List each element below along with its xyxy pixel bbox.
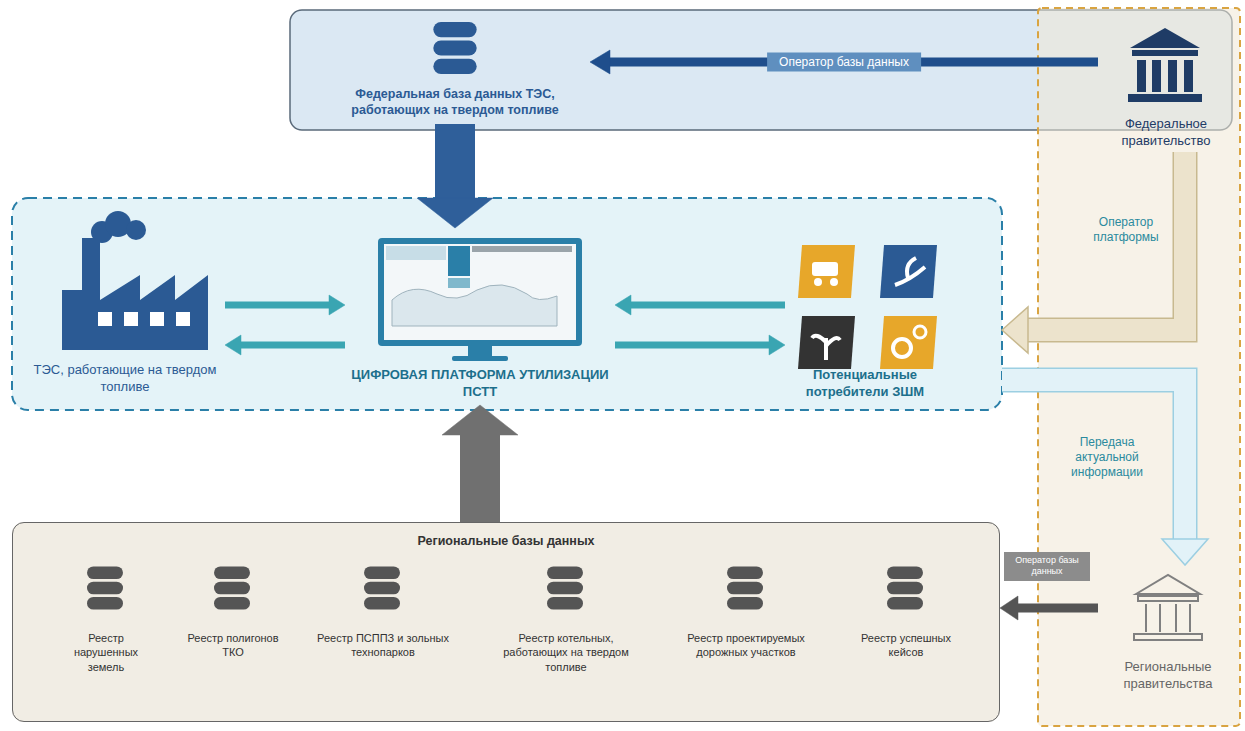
arrow-shaft: [460, 435, 500, 522]
consumer-box: Потенциальные потребители ЗШМ: [785, 235, 945, 405]
arrow-head: [590, 50, 610, 74]
arrow-head: [1000, 596, 1018, 620]
arrow-head: [769, 335, 785, 355]
database-icon: [727, 566, 763, 609]
government-box: Федеральное правительство: [1098, 20, 1234, 152]
database-icon: [547, 566, 583, 609]
database-icon: [887, 566, 923, 609]
arrow-head: [329, 295, 345, 315]
edge-label: Оператор платформы: [1080, 212, 1172, 248]
database-icon: [433, 22, 476, 74]
node-text: Реестр нарушенных земель: [55, 631, 157, 674]
regional-band-ground: [12, 522, 1000, 722]
connector-arrow: [1000, 596, 1098, 620]
node-text: Потенциальные потребители ЗШМ: [789, 367, 941, 401]
government-box: Региональные правительства: [1098, 565, 1238, 695]
arrow-shaft: [631, 302, 785, 309]
node-text: Реестр ПСППЗ и зольных технопарков: [312, 631, 454, 660]
connector-arrow: [442, 405, 518, 522]
registry-box: Реестр котельных, работающих на твердом …: [491, 559, 641, 717]
federal-government-icon: [1128, 28, 1202, 102]
connector-arrow: [615, 295, 785, 315]
connector-arrow: [225, 295, 345, 315]
node-text: Реестр успешных кейсов: [860, 631, 952, 660]
database-icon: [364, 566, 400, 609]
node-text: Региональные правительства: [1102, 659, 1234, 693]
arrow-shaft: [241, 342, 345, 349]
arrow-shaft: [225, 302, 329, 309]
plant-box: ТЭС, работающие на твердом топливе: [25, 210, 225, 400]
arrow-shaft: [435, 124, 475, 198]
platform-box: ЦИФРОВАЯ ПЛАТФОРМА УТИЛИЗАЦИИ ПСТТ: [345, 228, 615, 405]
database-icon: [87, 566, 123, 609]
node-text: Федеральная база данных ТЭС, работающих …: [324, 86, 586, 119]
node-text: Реестр полигонов ТКО: [182, 631, 284, 660]
node-text: Региональные базы данных: [417, 533, 594, 549]
registry-box: Реестр ПСППЗ и зольных технопарков: [308, 559, 458, 717]
connector-arrow: [417, 124, 493, 228]
registry-box: Реестр успешных кейсов: [856, 559, 956, 717]
arrow-shaft: [615, 342, 769, 349]
regional-band: Региональные базы данныхРеестр нарушенны…: [12, 522, 1000, 722]
connector-arrow: [225, 335, 345, 355]
connector-arrow: [1002, 380, 1208, 565]
edge-label: Оператор базы данных: [1004, 552, 1090, 581]
platform-frame: [12, 198, 1002, 410]
node-text: Реестр проектируемых дорожных участков: [685, 631, 807, 660]
node-text: ТЭС, работающие на твердом топливе: [29, 362, 221, 396]
factory-icon: [62, 211, 208, 350]
consumer-tiles: [798, 245, 937, 369]
node-text: Реестр котельных, работающих на твердом …: [495, 631, 637, 674]
connector-arrow: [615, 335, 785, 355]
arrow-head: [417, 198, 493, 228]
arrow-shaft: [1002, 380, 1185, 539]
regional-government-icon: [1134, 575, 1202, 640]
connector-arrow: [590, 50, 1098, 74]
registry-box: Реестр проектируемых дорожных участков: [681, 559, 811, 717]
database-box: Федеральная база данных ТЭС, работающих …: [320, 18, 590, 124]
arrow-shaft: [1028, 152, 1185, 330]
registry-box: Реестр нарушенных земель: [51, 559, 161, 717]
arrow-head: [615, 295, 631, 315]
arrow-head: [442, 405, 518, 435]
edge-label: Оператор базы данных: [767, 53, 921, 72]
arrow-shaft: [1018, 604, 1098, 613]
edge-label: Передача актуальной информации: [1046, 432, 1168, 483]
database-icon: [214, 566, 250, 609]
arrow-head: [1002, 307, 1028, 353]
arrow-head: [1162, 539, 1208, 565]
government-column: [1038, 8, 1240, 726]
node-text: ЦИФРОВАЯ ПЛАТФОРМА УТИЛИЗАЦИИ ПСТТ: [349, 367, 611, 401]
arrow-head: [225, 335, 241, 355]
monitor-icon: [378, 238, 582, 361]
connector-arrow: [1002, 152, 1185, 353]
registry-box: Реестр полигонов ТКО: [178, 559, 288, 717]
arrow-outline: [1002, 380, 1185, 539]
arrow-outline: [1028, 152, 1185, 330]
node-text: Федеральное правительство: [1102, 116, 1230, 150]
